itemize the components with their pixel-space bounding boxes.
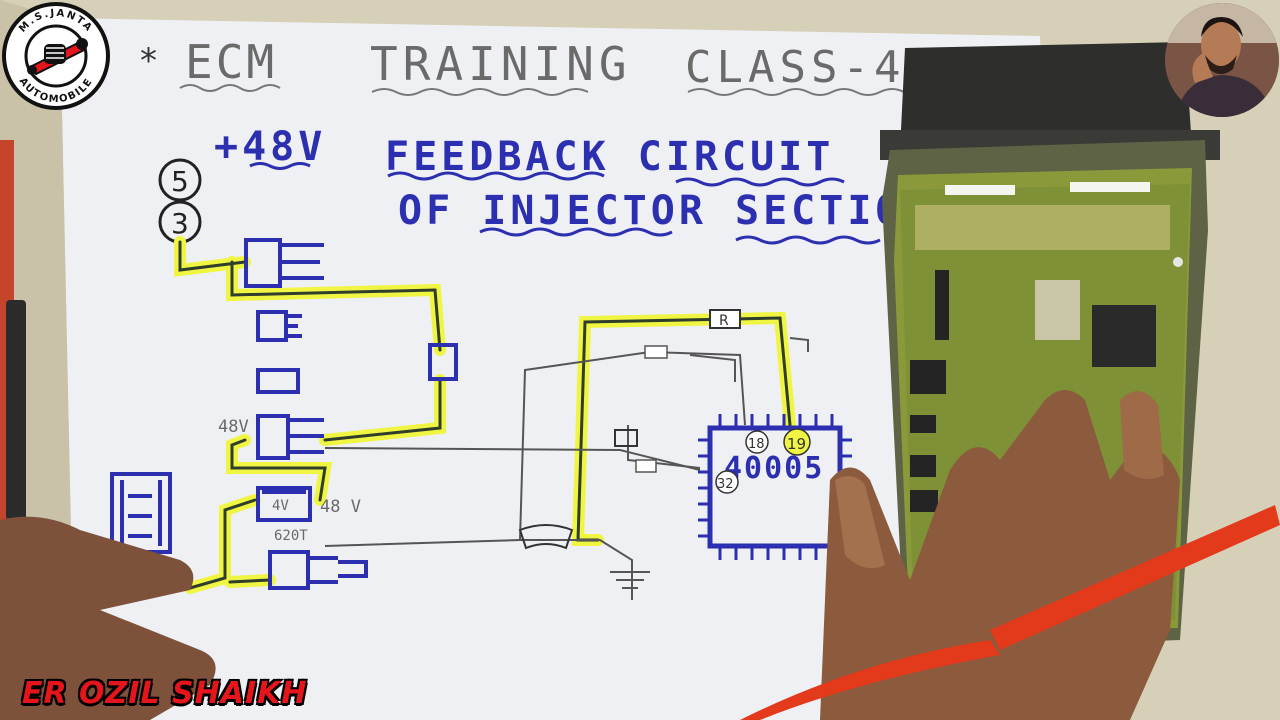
node-5 xyxy=(158,158,202,202)
presenter-avatar xyxy=(1165,3,1279,117)
resistor-top xyxy=(709,309,741,329)
heading-line1: FEEDBACK CIRCUIT xyxy=(385,134,834,180)
heading-line2: OF INJECTOR SECTION xyxy=(398,188,932,234)
title-class: CLASS-4 xyxy=(685,42,905,93)
svg-text:18: 18 xyxy=(748,437,765,452)
heading-voltage: +48V xyxy=(214,124,326,170)
fist-wrench-icon xyxy=(27,38,88,76)
svg-text:4V: 4V xyxy=(272,498,289,514)
svg-text:3: 3 xyxy=(171,207,189,240)
svg-text:48 V: 48 V xyxy=(320,497,361,517)
svg-text:32: 32 xyxy=(717,477,734,492)
channel-credit: ER OZIL SHAIKH xyxy=(22,676,308,711)
technician-hand xyxy=(820,390,1180,720)
svg-text:40005: 40005 xyxy=(724,451,824,486)
svg-text:5: 5 xyxy=(171,165,189,198)
injector-connectors xyxy=(110,238,458,590)
svg-text:48V: 48V xyxy=(218,417,249,437)
title-star: * xyxy=(140,41,157,81)
svg-text:19: 19 xyxy=(787,435,806,453)
svg-text:R: R xyxy=(719,313,729,329)
title-ecm: ECM xyxy=(185,35,277,89)
svg-text:620T: 620T xyxy=(274,528,308,544)
channel-logo: M.S.JANTA AUTOMOBILE xyxy=(2,2,110,110)
multimeter-probe xyxy=(740,505,1280,720)
highlighted-wires xyxy=(174,236,796,594)
left-hand xyxy=(0,516,216,720)
title-training: TRAINING xyxy=(370,37,632,91)
